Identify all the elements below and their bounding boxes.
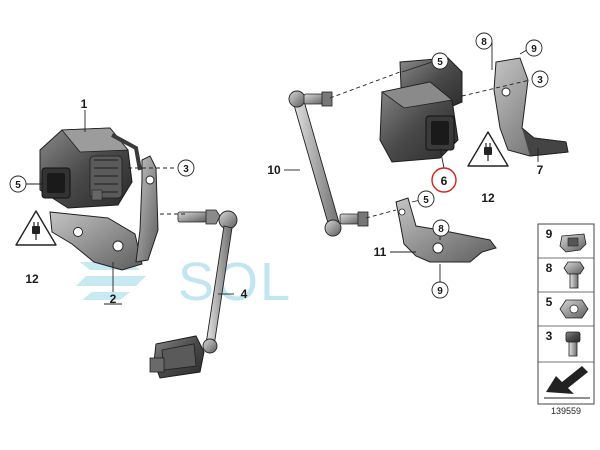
legend-item-3: 3 [546, 329, 581, 357]
callout-5-top: 5 [431, 52, 449, 70]
callout-4: 4 [241, 287, 248, 301]
callout-3-right: 3 [531, 70, 549, 88]
left-leader-lines [26, 110, 234, 295]
svg-text:3: 3 [546, 329, 553, 343]
part-7-bracket [493, 57, 569, 157]
part-4-linkage-rod [149, 209, 238, 379]
callout-1: 1 [81, 97, 88, 111]
callout-5-left: 5 [9, 175, 27, 193]
part-2-bracket [49, 155, 159, 271]
part-3-screw-left [91, 189, 103, 201]
callout-9-top: 9 [525, 39, 543, 57]
assembly-direction-icon [544, 366, 590, 399]
svg-text:6: 6 [441, 174, 448, 188]
svg-text:5: 5 [437, 57, 443, 68]
part-11-bracket-plate [395, 197, 497, 263]
svg-text:9: 9 [546, 227, 553, 241]
callout-6-highlighted: 6 [431, 167, 457, 193]
callout-3-left: 3 [177, 159, 195, 177]
callout-10: 10 [267, 163, 281, 177]
reference-number: 139559 [551, 406, 581, 416]
svg-text:3: 3 [183, 164, 189, 175]
part-10-link-rod [288, 90, 369, 237]
svg-text:3: 3 [537, 75, 543, 86]
hex-nut-icon [559, 299, 589, 319]
warning-triangle-right [467, 131, 509, 167]
callout-8-top: 8 [475, 32, 493, 50]
warning-triangle-left [15, 210, 57, 246]
plug-icon [32, 222, 40, 240]
svg-text:5: 5 [423, 195, 429, 206]
part-6-level-sensor [379, 57, 463, 163]
callout-9-lower: 9 [431, 281, 449, 299]
socket-screw-icon [565, 331, 581, 357]
callout-8-lower: 8 [432, 219, 450, 237]
legend-item-9: 9 [546, 227, 587, 253]
part-1-sensor-housing [39, 127, 142, 209]
svg-text:9: 9 [531, 44, 537, 55]
callout-5-lower: 5 [417, 190, 435, 208]
legend-panel: 9 8 5 3 [537, 223, 595, 405]
watermark-text: SOL [178, 252, 292, 312]
svg-text:9: 9 [437, 286, 443, 297]
right-leader-lines [284, 42, 539, 282]
callout-12-right: 12 [481, 191, 495, 205]
hex-bolt-icon [563, 261, 585, 289]
plug-icon [484, 143, 492, 161]
callout-11: 11 [374, 245, 387, 259]
legend-item-8: 8 [546, 261, 585, 289]
svg-text:8: 8 [481, 37, 487, 48]
callout-2: 2 [110, 292, 117, 306]
callout-12-left: 12 [25, 272, 39, 286]
callout-7: 7 [537, 163, 544, 177]
legend-item-5: 5 [546, 295, 589, 319]
svg-text:8: 8 [546, 261, 553, 275]
watermark: SOL [76, 252, 292, 312]
svg-text:5: 5 [15, 180, 21, 191]
svg-text:8: 8 [438, 224, 444, 235]
svg-text:5: 5 [546, 295, 553, 309]
clip-nut-icon [559, 233, 587, 253]
